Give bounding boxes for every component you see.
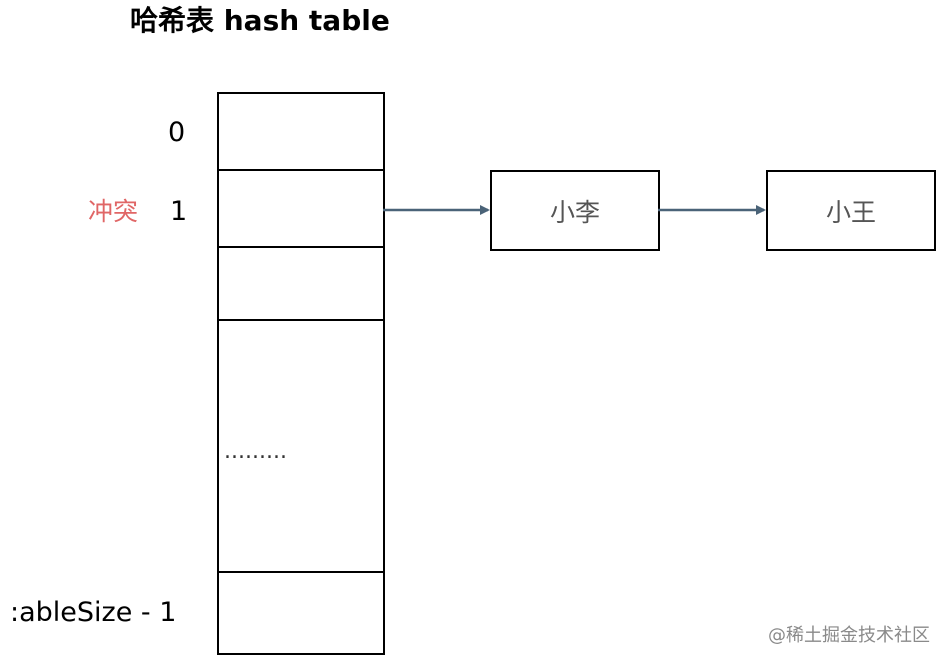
chain-node-label: 小王 (825, 197, 876, 227)
diagram-title: 哈希表 hash table (130, 4, 390, 37)
watermark: @稀土掘金技术社区 (768, 625, 930, 646)
table-cell-last (217, 571, 385, 655)
chain-node-xiaoli: 小李 (490, 170, 660, 251)
table-cell-1 (217, 169, 385, 250)
index-label-1: 1 (170, 196, 188, 227)
ellipsis: ......... (224, 439, 287, 464)
conflict-label: 冲突 (88, 197, 139, 226)
chain-node-label: 小李 (549, 197, 600, 227)
table-cell-2 (217, 246, 385, 323)
index-label-0: 0 (168, 117, 186, 148)
index-label-last: :ableSize - 1 (10, 597, 177, 628)
table-cell-middle (217, 319, 385, 575)
table-cell-0 (217, 92, 385, 173)
chain-node-xiaowang: 小王 (766, 170, 936, 251)
